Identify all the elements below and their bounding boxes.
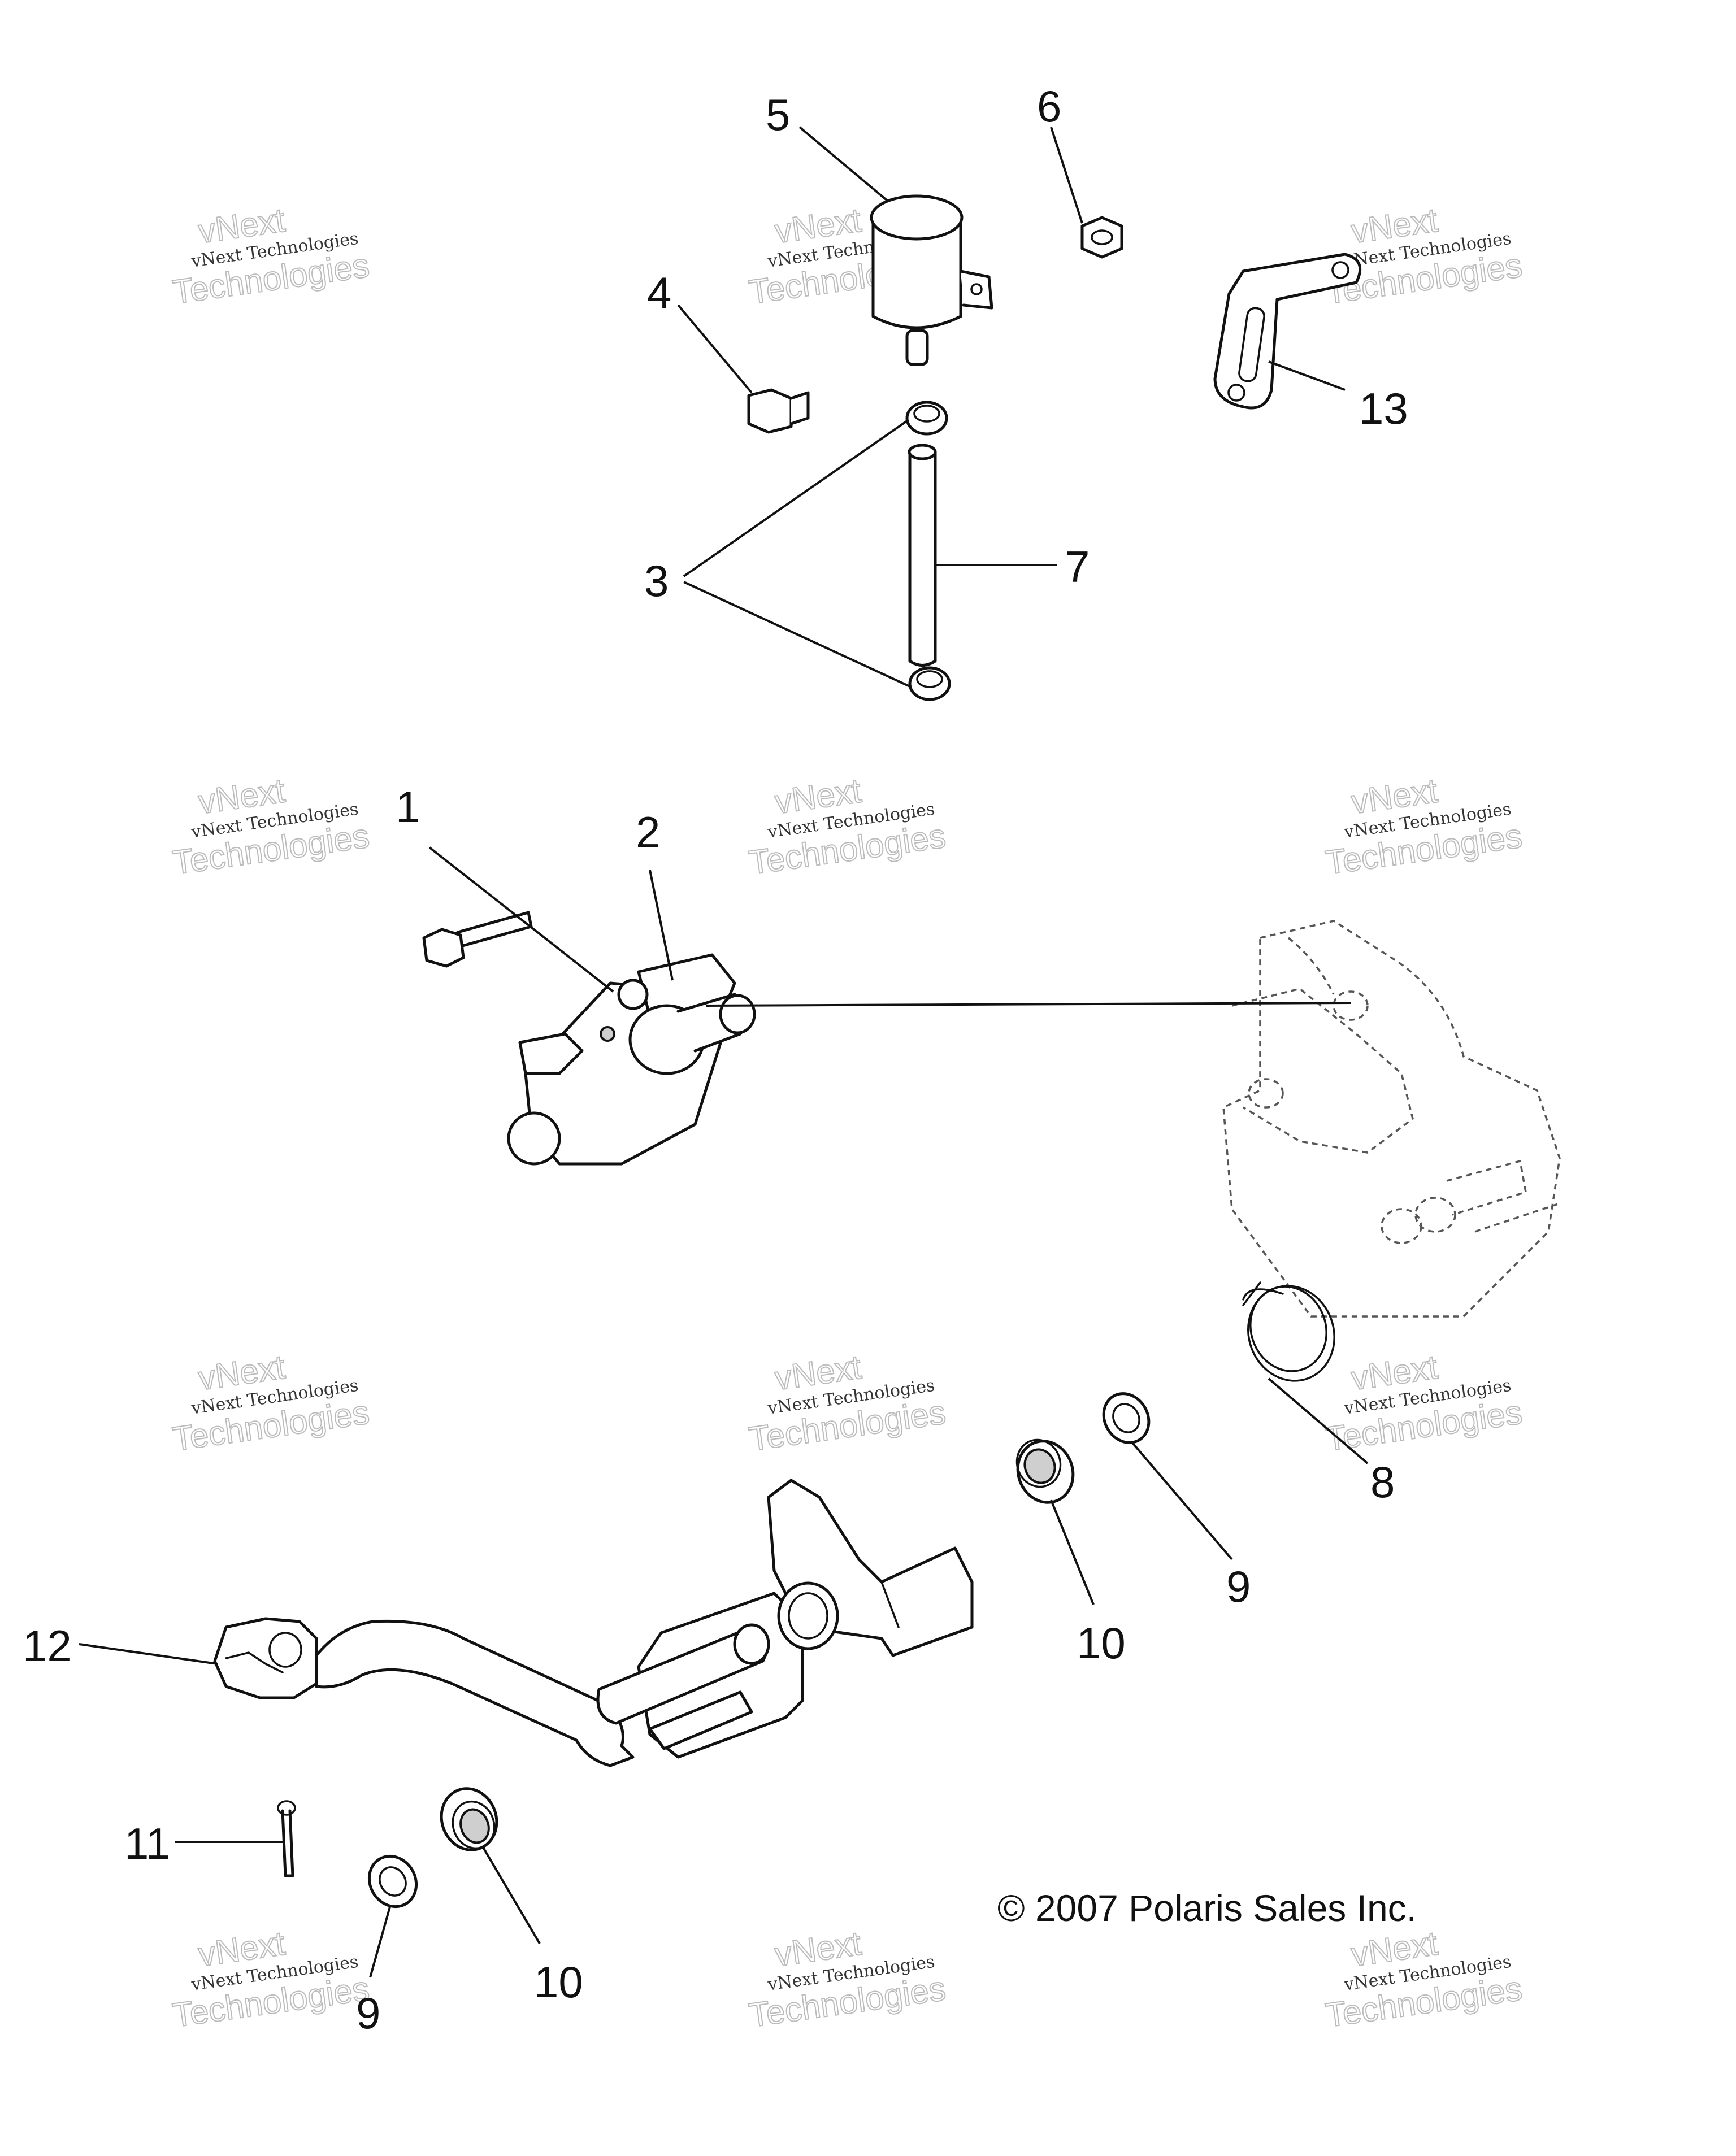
callout-3: 3 [644,556,669,606]
watermark: vNext vNext Technologies Technologies [170,771,372,883]
part-washer-lower [367,1854,418,1909]
callout-4: 4 [647,268,671,318]
part-spring [1242,1281,1335,1382]
leader-9-lower [369,1906,391,1978]
callout-9-lower: 9 [356,1988,380,2038]
leader-lines [79,126,1369,1978]
callout-7: 7 [1065,542,1090,592]
part-cotter-pin [277,1800,296,1877]
watermark: vNext vNext Technologies Technologies [170,201,372,312]
callout-8: 8 [1370,1457,1395,1507]
part-bushing-upper [1015,1438,1075,1504]
part-reservoir [870,194,993,366]
callout-10-upper: 10 [1077,1618,1126,1668]
leader-10-upper [1050,1499,1095,1605]
watermark: vNext vNext Technologies Technologies [170,1348,372,1459]
callout-10-lower: 10 [534,1957,583,2007]
part-bracket [1213,253,1362,410]
leader-12 [79,1643,218,1665]
part-bolt [747,388,810,434]
leader-13 [1268,360,1346,391]
part-master-cylinder [507,953,756,1166]
part-washer-upper [1102,1392,1151,1444]
leader-2-to-frame [706,1002,1351,1007]
leader-1 [428,846,614,993]
watermark: vNext vNext Technologies Technologies [746,1924,948,2035]
leader-8 [1268,1377,1369,1464]
leader-2 [649,870,674,981]
watermark: vNext vNext Technologies Technologies [170,1924,372,2035]
part-hose-clamps [905,401,951,701]
leader-3b [683,581,910,688]
watermark: vNext vNext Technologies Technologies [1322,201,1525,312]
callout-12: 12 [23,1621,72,1671]
callout-11: 11 [124,1819,170,1868]
leader-3a [683,420,908,577]
leader-4 [677,304,753,394]
watermark: vNext vNext Technologies Technologies [746,771,948,883]
copyright-notice: © 2007 Polaris Sales Inc. [997,1887,1417,1929]
callouts: 1 2 3 4 5 6 7 8 9 9 10 10 11 12 13 [23,81,1408,2038]
watermark: vNext vNext Technologies Technologies [1322,1924,1525,2035]
part-long-bolt [422,911,533,968]
leader-5 [798,126,888,202]
leader-10-lower [482,1846,541,1945]
watermark: vNext vNext Technologies Technologies [1322,1348,1525,1459]
part-nut [1080,216,1123,259]
watermark: vNext vNext Technologies Technologies [746,1348,948,1459]
callout-2: 2 [636,807,660,857]
leader-9-upper [1132,1442,1233,1561]
callout-13: 13 [1359,384,1408,433]
frame-bracket-ghost [1222,920,1561,1318]
callout-6: 6 [1037,81,1061,131]
callout-5: 5 [766,90,790,140]
watermarks: vNext vNext Technologies Technologies vN… [170,201,1525,2035]
callout-9-upper: 9 [1226,1562,1251,1611]
part-bushing-lower [440,1787,498,1851]
part-brake-pedal [213,1479,974,1767]
watermark: vNext vNext Technologies Technologies [1322,771,1525,883]
part-hose [908,444,937,667]
leader-6 [1050,127,1083,224]
callout-1: 1 [396,782,420,832]
